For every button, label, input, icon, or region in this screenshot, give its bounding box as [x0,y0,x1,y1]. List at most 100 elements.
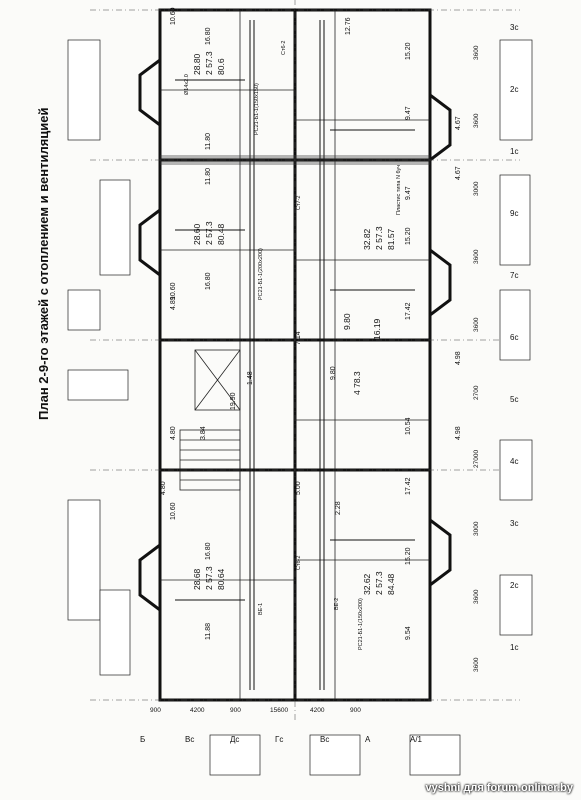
area-label: 11.88 [205,623,212,640]
area-label: 5.00 [295,481,302,495]
area-label: 10.60 [170,502,177,520]
heating-pipes [160,20,430,690]
dimension-right: 3600 [473,249,480,264]
grid-axes [90,0,520,720]
equipment-label: ВЕ-2 [334,598,340,610]
area-label: 10.60 [170,282,177,300]
equipment-label: РС21-Б1-1(150х150) [254,83,260,135]
dimension-right: 3600 [473,589,480,604]
area-label: 16.80 [205,272,212,290]
room-value: 32.82 [362,228,372,250]
equipment-label: Ст7-2 [296,196,302,210]
area-label: 2.28 [335,501,342,515]
area-label: 4.67 [455,116,462,130]
area-label: 1.48 [247,371,254,385]
dimension-left: 900 [230,707,241,714]
area-label: 4.89 [170,296,177,310]
area-label: 10.54 [405,417,412,435]
axis-marker-right: 1с [510,147,518,156]
dimension-left: 900 [150,707,161,714]
area-label: 4.67 [455,166,462,180]
watermark: vyshni для forum.onliner.by [425,782,573,794]
area-label: 12.76 [345,17,352,35]
axis-marker-left: Вс [320,735,329,744]
area-label: 15.20 [405,227,412,245]
room-value: 28.80 [192,53,202,75]
axis-marker-right: 1с [510,643,518,652]
axis-marker-left: Вс [185,735,194,744]
dimension-left: 15600 [270,707,288,714]
area-label: 3.84 [200,426,207,440]
axis-marker-right: 3с [510,23,518,32]
area-label: 9.80 [330,366,337,380]
area-label: 4.80 [170,426,177,440]
dimension-right: 3600 [473,113,480,128]
area-label: 15.20 [405,42,412,60]
dimension-left: 4200 [190,707,205,714]
area-label: 9.47 [405,186,412,200]
room-value: 2 57.3 [374,226,384,250]
area-label: 16.80 [205,542,212,560]
room-value: 16.19 [372,318,382,340]
area-label: 7.14 [295,331,302,345]
room-value: 2 57.3 [204,566,214,590]
area-label: 11.80 [205,168,212,185]
area-label: 9.47 [405,106,412,120]
dimension-right: 3600 [473,657,480,672]
area-label: 11.80 [205,133,212,150]
axis-marker-right: 7с [510,271,518,280]
axis-marker-left: Гс [275,735,283,744]
area-label: 15.20 [405,547,412,565]
label-tables [67,39,533,776]
axis-marker-left: А/1 [410,735,423,744]
dimension-right: 3600 [473,45,480,60]
area-label: 17.42 [405,477,412,495]
equipment-label: РС21-Б1-1(150х200) [358,598,364,650]
area-label: 17.42 [405,302,412,320]
equipment-label: Пластис типа N 6уч [396,165,402,215]
equipment-label: РС21-Б1-1(200х200) [258,248,264,300]
area-label: 4.98 [455,426,462,440]
area-label: 16.80 [205,27,212,45]
equipment-label: Ø14x2.0 [184,74,190,95]
dimension-right: 27000 [473,450,480,468]
room-value: 28.68 [192,568,202,590]
equipment-label: ВЕ-1 [258,603,264,615]
room-value: 32.62 [362,573,372,595]
axis-marker-right: 2с [510,85,518,94]
room-value: 2 57.3 [204,51,214,75]
room-value: 81.57 [386,228,396,250]
room-value: 28.60 [192,223,202,245]
axis-marker-left: Б [140,735,145,744]
area-label: 19.90 [230,392,237,410]
axis-marker-right: 6с [510,333,518,342]
axis-marker-left: А [365,735,371,744]
dimension-left: 900 [350,707,361,714]
dimension-right: 2700 [473,385,480,400]
room-value: 2 57.3 [374,571,384,595]
drawing-title: План 2-9-го этажей с отоплением и вентил… [36,107,51,420]
room-value: 84.48 [386,573,396,595]
equipment-label: Ст6-2 [281,41,287,55]
axis-marker-left: Дс [230,735,239,744]
dimension-left: 4200 [310,707,325,714]
dimension-right: 3000 [473,521,480,536]
area-label: 4.98 [455,351,462,365]
equipment-label: Ст8-2 [296,556,302,570]
area-label: 4.80 [160,481,167,495]
room-value: 80.64 [216,568,226,590]
room-value: 80.48 [216,223,226,245]
axis-marker-right: 9с [510,209,518,218]
dimension-right: 3600 [473,317,480,332]
axis-marker-right: 3с [510,519,518,528]
dimension-right: 3000 [473,181,480,196]
room-value: 9.80 [342,313,352,330]
axis-marker-right: 4с [510,457,518,466]
room-value: 80.6 [216,58,226,75]
room-value: 2 57.3 [204,221,214,245]
room-value: 4 78.3 [352,371,362,395]
axis-marker-right: 2с [510,581,518,590]
